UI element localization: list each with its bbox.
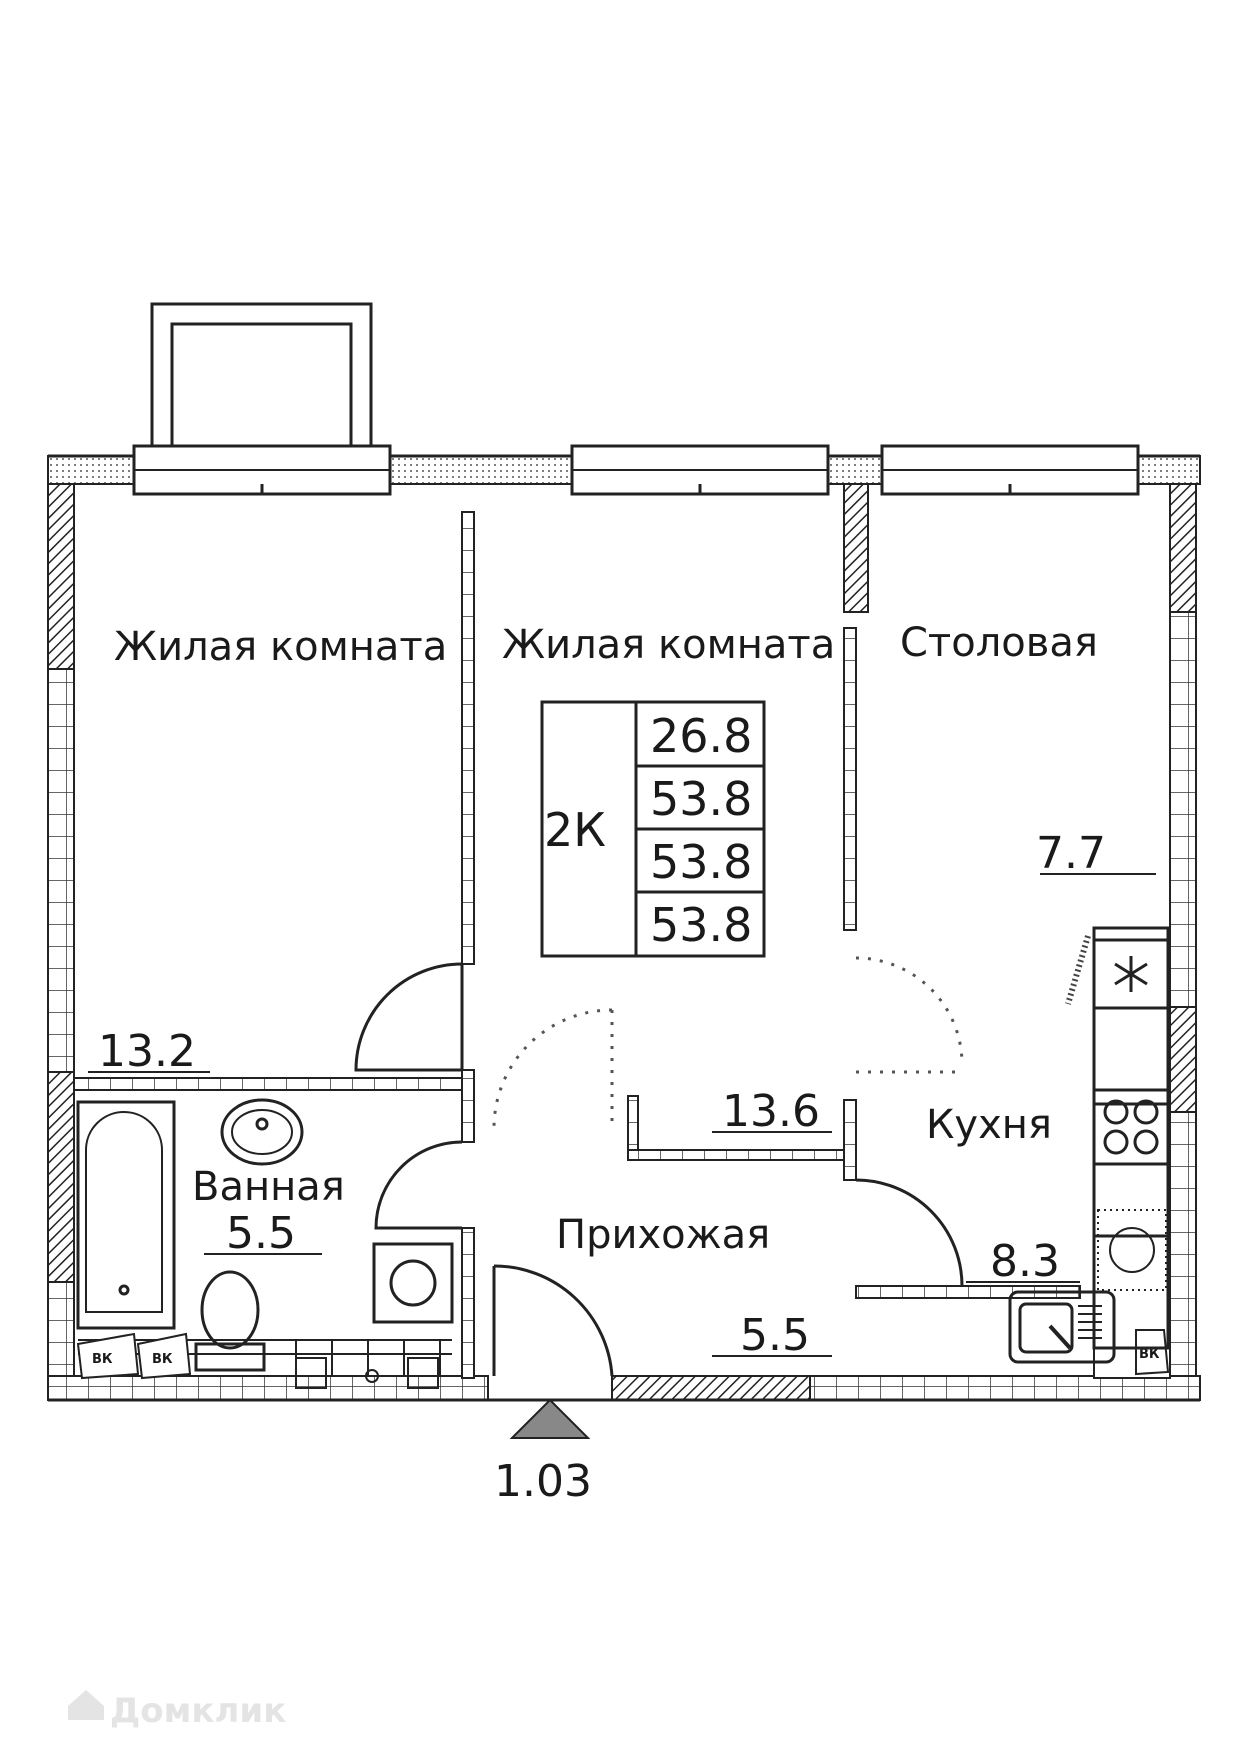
rooms-count: 2К bbox=[544, 803, 606, 857]
vent-shaft-icon bbox=[1092, 938, 1170, 1010]
riser-label: ВК bbox=[152, 1352, 173, 1367]
area-living-left: 13.2 bbox=[98, 1026, 196, 1077]
vent-hatch bbox=[1065, 935, 1091, 1005]
riser-markers: ВК ВК ВК bbox=[76, 1329, 1170, 1380]
area-bathroom: 5.5 bbox=[226, 1208, 296, 1259]
washer-icon bbox=[372, 1242, 454, 1324]
riser-label: ВК bbox=[1139, 1347, 1160, 1362]
room-label-living-mid: Жилая комната bbox=[502, 622, 835, 668]
area-living-mid: 13.6 bbox=[722, 1086, 820, 1137]
riser-label: ВК bbox=[92, 1352, 113, 1367]
wall-column-dining bbox=[843, 483, 869, 613]
summary-value: 53.8 bbox=[650, 898, 752, 952]
summary-value: 53.8 bbox=[650, 772, 752, 826]
door-left-room[interactable] bbox=[354, 962, 464, 1072]
home-logo-icon bbox=[68, 1690, 104, 1720]
opening-arcs bbox=[492, 956, 964, 1129]
room-label-living-left: Жилая комната bbox=[114, 624, 447, 670]
summary-value: 26.8 bbox=[650, 709, 752, 763]
summary-table: 2К 26.8 53.8 53.8 53.8 bbox=[540, 700, 766, 958]
area-hall: 5.5 bbox=[740, 1310, 810, 1361]
door-bathroom[interactable] bbox=[374, 1140, 463, 1230]
room-label-hall: Прихожая bbox=[556, 1212, 770, 1258]
window-left bbox=[132, 444, 392, 496]
room-label-kitchen: Кухня bbox=[926, 1102, 1052, 1148]
outer-wall-left bbox=[47, 483, 75, 1393]
toilet-icon bbox=[194, 1270, 266, 1372]
window-right bbox=[880, 444, 1140, 496]
room-label-dining: Столовая bbox=[900, 620, 1098, 666]
entrance-elevation: 1.03 bbox=[494, 1456, 592, 1507]
kitchen-washer-icon bbox=[1097, 1209, 1167, 1291]
door-entrance[interactable] bbox=[492, 1264, 614, 1377]
entrance-arrow-icon bbox=[509, 1398, 591, 1439]
window-middle bbox=[570, 444, 830, 496]
watermark: Домклик bbox=[68, 1690, 286, 1731]
kitchen-sink-icon bbox=[1008, 1290, 1116, 1364]
bathtub-icon bbox=[76, 1100, 176, 1330]
room-label-bathroom: Ванная bbox=[192, 1164, 345, 1210]
watermark-text: Домклик bbox=[110, 1691, 286, 1731]
outer-wall-bottom bbox=[47, 1375, 1201, 1402]
area-kitchen: 8.3 bbox=[990, 1236, 1060, 1287]
interior-walls bbox=[73, 511, 1171, 1379]
area-labels: 13.2 13.6 7.7 8.3 5.5 5.5 bbox=[88, 828, 1156, 1361]
outer-wall-right bbox=[1169, 483, 1197, 1393]
door-kitchen[interactable] bbox=[855, 1178, 964, 1287]
summary-value: 53.8 bbox=[650, 835, 752, 889]
sink-icon bbox=[220, 1098, 304, 1166]
stove-icon bbox=[1092, 1088, 1170, 1166]
area-dining: 7.7 bbox=[1036, 828, 1106, 879]
